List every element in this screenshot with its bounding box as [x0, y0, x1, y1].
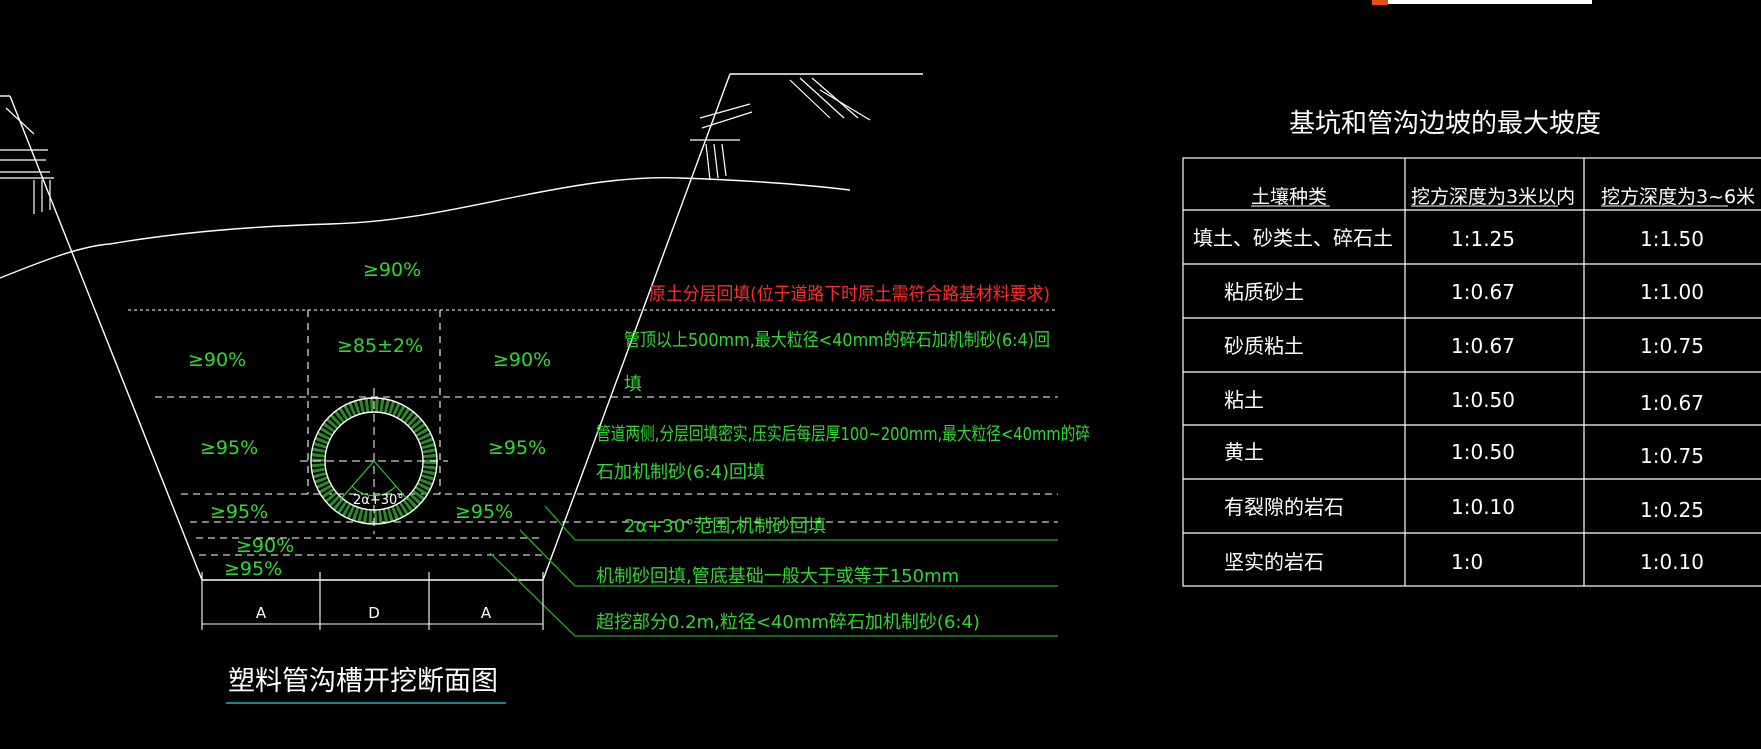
trench-section [0, 73, 923, 581]
dim-a-right: A [481, 604, 492, 622]
slope-table-body: 填土、砂类土、碎石土 1:1.25 1:1.50 粘质砂土 1:0.67 1:1… [1193, 226, 1704, 574]
section-notes: 原土分层回填(位于道路下时原土需符合路基材料要求) 管顶以上500mm,最大粒径… [596, 284, 1090, 633]
row-2-3-6m: 1:1.00 [1640, 280, 1704, 304]
dim-d: D [368, 604, 380, 622]
right-slope [542, 73, 731, 581]
note-above-pipe-1: 管顶以上500mm,最大粒径<40mm的碎石加机制砂(6:4)回 [624, 330, 1050, 351]
left-slope [9, 95, 203, 581]
note-above-pipe-2: 填 [624, 374, 642, 395]
row-4-soil: 粘土 [1224, 388, 1264, 412]
zone-mid-left: ≥95% [200, 437, 258, 459]
row-4-3-6m: 1:0.67 [1640, 391, 1704, 415]
header-soil-type: 土壤种类 [1251, 186, 1327, 208]
header-depth-3m: 挖方深度为3米以内 [1411, 186, 1575, 208]
row-7-3-6m: 1:0.10 [1640, 550, 1704, 574]
row-5-3m: 1:0.50 [1451, 440, 1515, 464]
row-3-soil: 砂质粘土 [1224, 334, 1304, 358]
pipe [300, 388, 448, 534]
row-3-3-6m: 1:0.75 [1640, 334, 1704, 358]
ground-line [0, 177, 851, 279]
zone-upper-left: ≥90% [188, 349, 246, 371]
row-5-3-6m: 1:0.75 [1640, 444, 1704, 468]
leader-lines [489, 505, 1058, 637]
window-tab-fragment [1372, 0, 1592, 5]
note-bedding: 机制砂回填,管底基础一般大于或等于150mm [596, 566, 959, 587]
zone-upper-right: ≥90% [493, 349, 551, 371]
zone-low-right: ≥95% [455, 501, 513, 523]
zone-mid-right: ≥95% [488, 437, 546, 459]
zone-bed-lower: ≥95% [224, 558, 282, 580]
row-1-soil: 填土、砂类土、碎石土 [1193, 226, 1393, 250]
note-pipe-sides-1: 管道两侧,分层回填密实,压实后每层厚100~200mm,最大粒径<40mm的碎 [596, 424, 1090, 445]
dim-a-left: A [256, 604, 267, 622]
zone-top: ≥90% [363, 259, 421, 281]
row-6-3-6m: 1:0.25 [1640, 498, 1704, 522]
row-7-soil: 坚实的岩石 [1224, 550, 1324, 574]
row-4-3m: 1:0.50 [1451, 388, 1515, 412]
note-original-soil: 原土分层回填(位于道路下时原土需符合路基材料要求) [649, 284, 1050, 305]
row-5-soil: 黄土 [1224, 440, 1264, 464]
header-depth-3-6m: 挖方深度为3~6米 [1601, 186, 1755, 208]
note-pipe-sides-2: 石加机制砂(6:4)回填 [596, 462, 765, 483]
row-1-3m: 1:1.25 [1451, 227, 1515, 251]
section-title: 塑料管沟槽开挖断面图 [228, 666, 498, 697]
note-angle-range: 2α+30°范围,机制砂回填 [624, 516, 826, 537]
slope-table-header: 土壤种类 挖方深度为3米以内 挖方深度为3~6米 [1251, 186, 1755, 208]
pipe-angle-label: 2α+30° [353, 493, 404, 508]
slope-table-grid [1182, 157, 1761, 587]
row-2-3m: 1:0.67 [1451, 280, 1515, 304]
row-6-soil: 有裂隙的岩石 [1224, 495, 1344, 519]
slope-table-title: 基坑和管沟边坡的最大坡度 [1289, 109, 1601, 139]
row-2-soil: 粘质砂土 [1224, 280, 1304, 304]
zone-low-left: ≥95% [210, 501, 268, 523]
soil-hatch-left [0, 107, 54, 214]
row-3-3m: 1:0.67 [1451, 334, 1515, 358]
zone-upper-mid: ≥85±2% [337, 335, 423, 357]
soil-hatch-right [690, 77, 871, 181]
dimension-labels: A D A [256, 604, 492, 622]
row-6-3m: 1:0.10 [1451, 495, 1515, 519]
row-1-3-6m: 1:1.50 [1640, 227, 1704, 251]
dimension-line [201, 572, 544, 630]
zone-bed-upper: ≥90% [236, 535, 294, 557]
note-overdig: 超挖部分0.2m,粒径<40mm碎石加机制砂(6:4) [596, 612, 980, 633]
row-7-3m: 1:0 [1451, 550, 1483, 574]
zone-labels: ≥90% ≥90% ≥85±2% ≥90% ≥95% ≥95% ≥95% ≥95… [188, 259, 551, 580]
